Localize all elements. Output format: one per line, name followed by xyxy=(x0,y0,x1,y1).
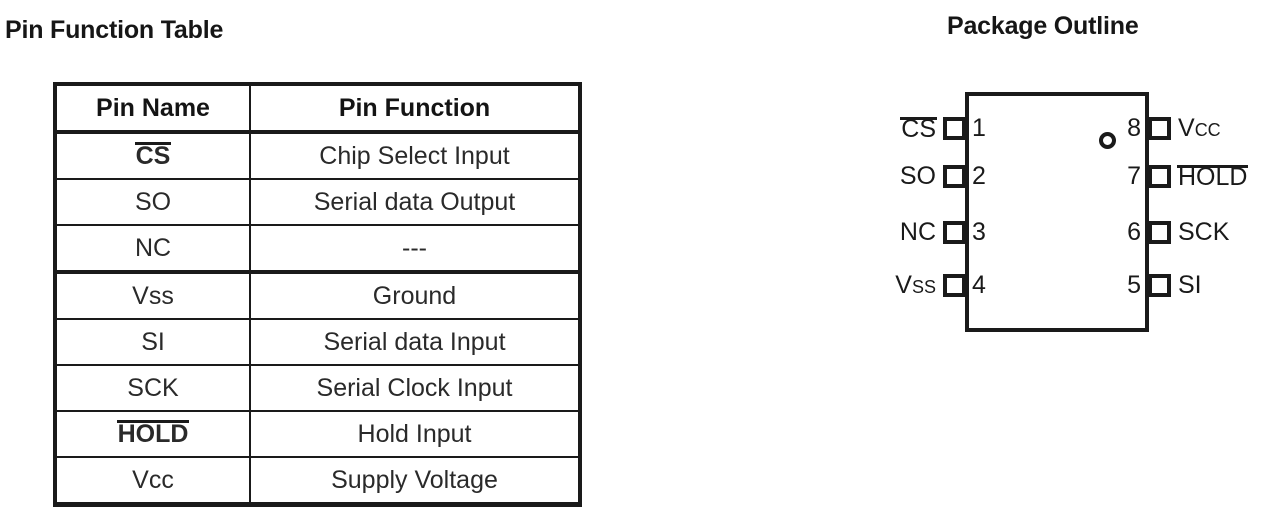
cell-pin-name: SCK xyxy=(54,364,251,412)
pin-number-4: 4 xyxy=(972,271,986,299)
column-header-pin-name: Pin Name xyxy=(54,83,251,134)
pin-number-5: 5 xyxy=(1127,271,1141,299)
pin-lead-6 xyxy=(1148,221,1171,244)
pin-number-7: 7 xyxy=(1127,162,1141,190)
table-header-row: Pin Name Pin Function xyxy=(54,83,581,134)
pin-lead-1 xyxy=(943,117,966,140)
cell-pin-name: CS xyxy=(54,131,251,180)
pin-label-8: VCC xyxy=(1178,114,1221,142)
column-header-pin-function: Pin Function xyxy=(249,83,581,134)
pin-number-6: 6 xyxy=(1127,218,1141,246)
pin-number-3: 3 xyxy=(972,218,986,246)
pin-label-6: SCK xyxy=(1178,218,1230,246)
cell-pin-name: SI xyxy=(54,318,251,366)
pin-label-3: NC xyxy=(899,218,936,246)
cell-pin-function: Hold Input xyxy=(249,410,581,458)
cell-pin-function: Chip Select Input xyxy=(249,131,581,180)
pin-lead-5 xyxy=(1148,274,1171,297)
pin-number-8: 8 xyxy=(1127,114,1141,142)
cell-pin-function: Serial Clock Input xyxy=(249,364,581,412)
table-row: NC--- xyxy=(54,224,581,273)
cell-pin-function: Serial data Output xyxy=(249,178,581,226)
pin-lead-7 xyxy=(1148,165,1171,188)
cell-pin-function: --- xyxy=(249,224,581,273)
pin-number-1: 1 xyxy=(972,114,986,142)
package-outline-diagram: 1 CS 2 SO 3 NC 4 VSS 8 VCC 7 HOLD 6 SCK 5 SI xyxy=(860,70,1274,370)
pin-number-2: 2 xyxy=(972,162,986,190)
cell-pin-function: Ground xyxy=(249,270,581,320)
cell-pin-name: Vcc xyxy=(54,456,251,506)
pin-lead-4 xyxy=(943,274,966,297)
pin-lead-3 xyxy=(943,221,966,244)
pin-label-7: HOLD xyxy=(1176,163,1249,191)
pin-label-4: VSS xyxy=(895,271,936,299)
pin-label-2: SO xyxy=(899,162,936,190)
pin-label-1: CS xyxy=(900,115,937,143)
pin-lead-8 xyxy=(1148,117,1171,140)
page-title-pin-function-table: Pin Function Table xyxy=(5,16,224,44)
cell-pin-name: SO xyxy=(54,178,251,226)
pin-label-5: SI xyxy=(1178,271,1202,299)
page-title-package-outline: Package Outline xyxy=(947,12,1139,40)
pin1-dot-icon xyxy=(1099,132,1116,149)
package-body-outline xyxy=(965,92,1149,332)
pin-lead-2 xyxy=(943,165,966,188)
cell-pin-function: Supply Voltage xyxy=(249,456,581,506)
cell-pin-name: Vss xyxy=(54,270,251,320)
cell-pin-function: Serial data Input xyxy=(249,318,581,366)
cell-pin-name: NC xyxy=(54,224,251,273)
cell-pin-name: HOLD xyxy=(54,410,251,458)
